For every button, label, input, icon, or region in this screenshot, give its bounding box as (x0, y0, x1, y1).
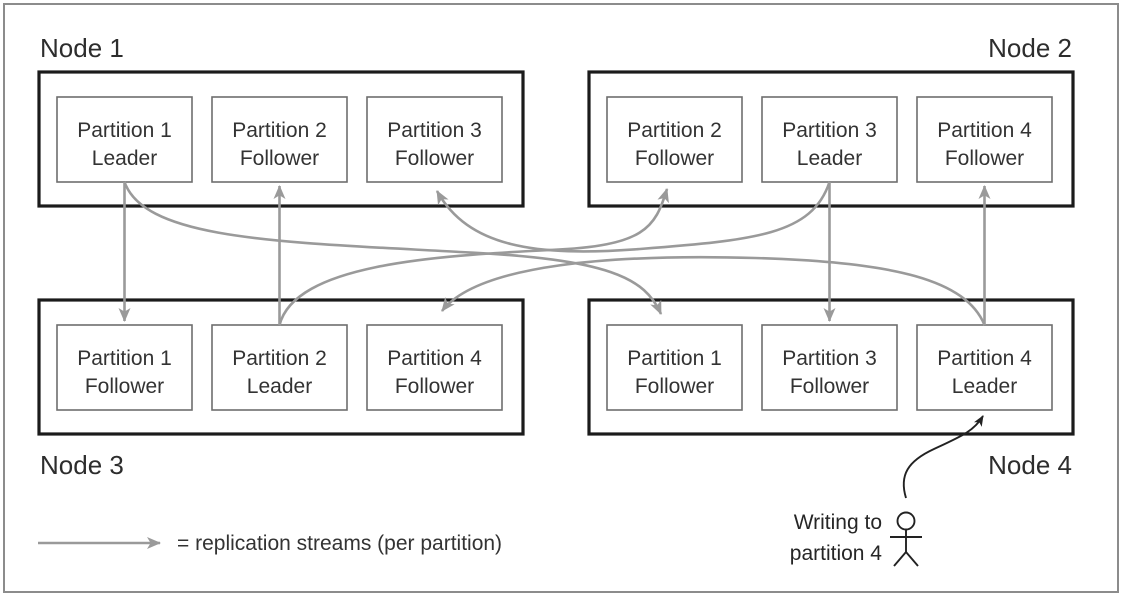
write-request-arrow (902, 415, 984, 499)
node2-partition4-name: Partition 4 (937, 119, 1032, 142)
stream-p2-n3-to-n2-arrow (278, 188, 669, 326)
node2-partition2-name: Partition 2 (627, 119, 722, 142)
node2-partition3-leader-box (761, 96, 898, 183)
node4-partition1-name: Partition 1 (627, 347, 722, 370)
node4-partition4-name: Partition 4 (937, 347, 1032, 370)
node3-partition2-name: Partition 2 (232, 347, 327, 370)
client-stick-figure (890, 511, 922, 567)
node1-partition2-name: Partition 2 (232, 119, 327, 142)
node4-partition1-follower-box (606, 324, 743, 411)
node1-partition2-follower-box (211, 96, 348, 183)
node3-partition1-follower-box (56, 324, 193, 411)
node2-partition3-name: Partition 3 (782, 119, 877, 142)
node4-partition3-name: Partition 3 (782, 347, 877, 370)
stream-p3-n2-to-n1-arrow (435, 181, 831, 253)
node2-partition2-follower-box (606, 96, 743, 183)
node3-partition4-follower-box (366, 324, 503, 411)
node-4-label: Node 4 (988, 450, 1072, 480)
node1-partition3-follower-box (366, 96, 503, 183)
node1-partition3-role: Follower (395, 147, 474, 170)
stick-figure-legs (893, 551, 919, 567)
stick-figure-head (896, 511, 916, 531)
outer-frame (3, 3, 1119, 593)
node3-partition2-leader-box (211, 324, 348, 411)
node4-partition1-role: Follower (635, 375, 714, 398)
node4-partition3-follower-box (761, 324, 898, 411)
node1-partition1-name: Partition 1 (77, 119, 172, 142)
node-1-label: Node 1 (40, 33, 124, 63)
node3-partition4-name: Partition 4 (387, 347, 482, 370)
node3-partition4-role: Follower (395, 375, 474, 398)
node2-partition2-role: Follower (635, 147, 714, 170)
node3-partition2-role: Leader (247, 375, 312, 398)
node3-partition1-role: Follower (85, 375, 164, 398)
writing-annotation-line1: Writing to (794, 511, 882, 534)
node-3-label: Node 3 (40, 450, 124, 480)
node4-partition3-role: Follower (790, 375, 869, 398)
legend-label: = replication streams (per partition) (177, 532, 502, 555)
node1-partition3-name: Partition 3 (387, 119, 482, 142)
node1-partition2-role: Follower (240, 147, 319, 170)
node2-partition4-role: Follower (945, 147, 1024, 170)
node3-partition1-name: Partition 1 (77, 347, 172, 370)
node1-partition1-role: Leader (92, 147, 157, 170)
node2-partition3-role: Leader (797, 147, 862, 170)
node2-partition4-follower-box (916, 96, 1053, 183)
stream-p1-n1-to-n4-arrow (123, 181, 663, 315)
node-2-label: Node 2 (988, 33, 1072, 63)
writing-annotation-line2: partition 4 (790, 542, 883, 565)
stream-p4-n4-to-n3-arrow (440, 255, 986, 326)
node4-partition4-role: Leader (952, 375, 1017, 398)
